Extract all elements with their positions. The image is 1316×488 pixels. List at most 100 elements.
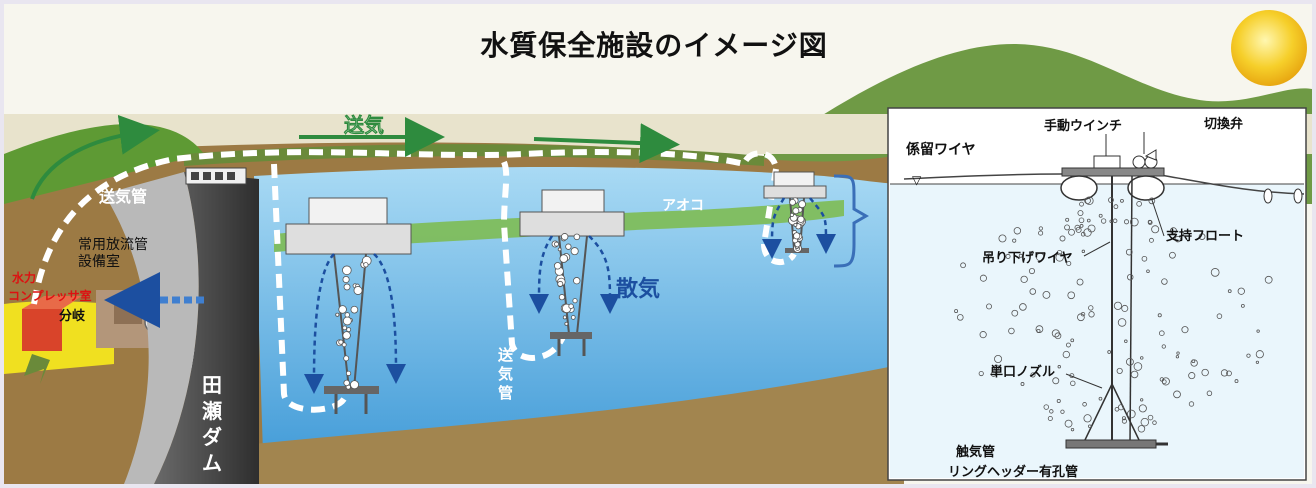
- detail-bubble: [1080, 231, 1086, 237]
- bubble: [350, 380, 360, 390]
- detail-bubble: [1088, 305, 1094, 311]
- detail-bubble: [1130, 370, 1139, 379]
- detail-valve-icon: [1132, 149, 1158, 169]
- detail-bubble: [1065, 217, 1070, 222]
- compressor-roof: [22, 296, 82, 309]
- detail-label-float: 支持フロート: [1165, 228, 1244, 244]
- compressor-room-building: [22, 309, 62, 351]
- detail-bubble: [1079, 201, 1084, 207]
- bubble: [573, 233, 581, 241]
- detail-bubble: [1109, 219, 1113, 223]
- bubble: [341, 342, 347, 348]
- detail-bubble: [1237, 287, 1245, 295]
- detail-bubble: [1056, 249, 1063, 256]
- detail-bubble: [1181, 326, 1189, 334]
- detail-bubble: [1108, 197, 1114, 203]
- detail-bubble: [1064, 419, 1073, 428]
- detail-bubble: [1246, 353, 1251, 358]
- detail-bubble: [1127, 409, 1136, 419]
- detail-bubble: [994, 355, 1003, 364]
- detail-bubble: [1070, 380, 1076, 387]
- bubble: [553, 262, 562, 270]
- detail-bubble: [1049, 409, 1054, 414]
- detail-label-contact: 触気管: [955, 444, 995, 460]
- detail-bubble: [1043, 404, 1050, 410]
- detail-bubble: [1062, 350, 1071, 359]
- detail-bubble: [957, 314, 964, 321]
- detail-bubble: [1077, 313, 1085, 322]
- detail-deck: [1061, 167, 1165, 177]
- detail-bubble: [1117, 404, 1125, 411]
- detail-bubble: [1124, 339, 1128, 344]
- air-flow-arrow-3: [533, 123, 680, 164]
- detail-bubble: [1059, 235, 1066, 242]
- detail-bubble: [1148, 197, 1156, 205]
- bubble: [562, 315, 567, 320]
- detail-bubble: [1226, 370, 1232, 377]
- label-branch: 分岐: [59, 308, 86, 324]
- detail-bubble: [1098, 396, 1103, 401]
- detail-bubble: [1240, 304, 1245, 308]
- detail-bubble: [993, 364, 1000, 371]
- detail-bubble: [1152, 420, 1157, 425]
- detail-float-left: [1060, 175, 1098, 201]
- detail-bubble: [1056, 399, 1061, 404]
- riverbed: [254, 364, 904, 484]
- detail-bubble: [1256, 329, 1260, 333]
- bubble: [338, 339, 344, 345]
- detail-bubble: [1042, 290, 1051, 299]
- detail-bubble: [1083, 414, 1092, 423]
- bubble: [557, 280, 564, 287]
- detail-bubble: [1188, 372, 1196, 380]
- detail-label-nozzle: 単口ノズル: [990, 364, 1055, 380]
- detail-bubble: [979, 274, 987, 282]
- detail-bubble: [1074, 224, 1081, 231]
- detail-bracket: [833, 174, 869, 268]
- bubble: [335, 312, 340, 317]
- detail-bubble: [1123, 219, 1130, 225]
- detail-bubble: [1149, 237, 1154, 243]
- bubble: [568, 303, 574, 309]
- detail-bubble: [1129, 217, 1139, 227]
- detail-bubble: [1227, 289, 1232, 294]
- air-pipe-drop-1: [271, 163, 347, 413]
- label-algae: アオコ: [662, 198, 704, 214]
- detail-bubble: [1077, 210, 1084, 217]
- detail-label-ring: リングヘッダー有孔管: [948, 464, 1078, 480]
- detail-bubble: [1029, 288, 1037, 295]
- detail-bubble: [1113, 204, 1119, 210]
- detail-bubble: [1013, 227, 1022, 235]
- circulation-arrows: [304, 197, 836, 394]
- bubble: [561, 233, 569, 241]
- detail-bubble: [1190, 359, 1198, 367]
- detail-bubble: [1147, 414, 1154, 421]
- detail-bubble: [1113, 301, 1123, 310]
- bubble: [344, 312, 350, 318]
- label-dam-3: ダ: [202, 425, 222, 449]
- detail-label-suspension: 吊り下げワイヤ: [982, 250, 1073, 266]
- detail-bubble: [1088, 424, 1092, 429]
- detail-bubble: [1028, 267, 1036, 275]
- detail-bubble: [1020, 382, 1025, 386]
- label-dam-4: ム: [202, 451, 222, 475]
- air-pipe-drop-2: [500, 160, 567, 361]
- detail-air-line: [1129, 175, 1133, 445]
- detail-bubble: [1079, 224, 1084, 228]
- label-air-pipe-v2: 気: [498, 365, 513, 383]
- label-discharge-room-2: 設備室: [78, 253, 120, 270]
- detail-bubble: [1206, 390, 1213, 397]
- bubble: [342, 316, 352, 326]
- air-flow-arrow-1: [30, 114, 160, 200]
- air-bubbles: [335, 197, 806, 390]
- detail-bubble: [1121, 304, 1129, 312]
- label-air-supply-top: 送気: [344, 113, 384, 137]
- detail-bubble: [1070, 428, 1075, 432]
- detail-bubble: [1234, 379, 1239, 384]
- dam-face: [104, 172, 199, 484]
- circulation-arrow: [373, 253, 406, 384]
- bubble: [789, 212, 795, 217]
- detail-bubble: [1126, 357, 1134, 366]
- detail-bubble: [1173, 390, 1181, 399]
- detail-winch: [1093, 155, 1121, 169]
- aeration-unit-1: [285, 197, 412, 414]
